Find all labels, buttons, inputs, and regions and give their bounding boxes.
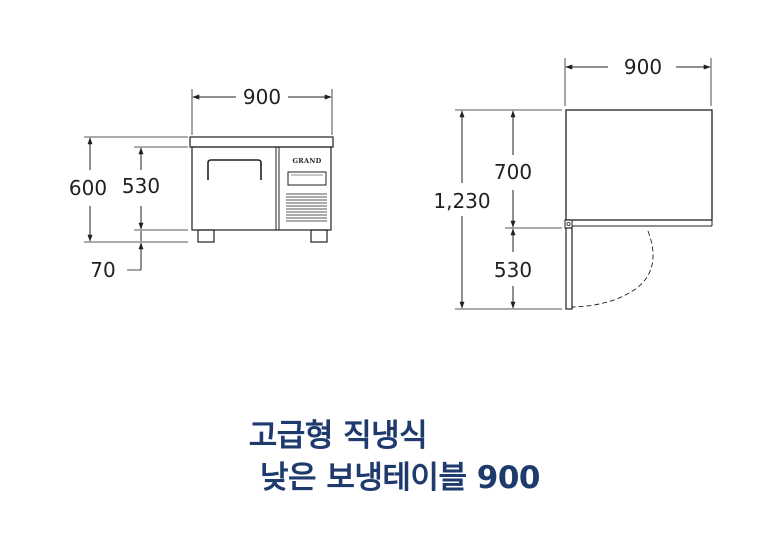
leg-left xyxy=(197,229,215,243)
hinge xyxy=(564,219,573,229)
front-body-height-label: 530 xyxy=(122,174,160,198)
front-view xyxy=(84,89,334,271)
brand-label: GRAND xyxy=(292,157,321,165)
side-view xyxy=(455,58,713,310)
door-open-label: 700 xyxy=(494,160,532,184)
caption-line-2: 낮은 보냉테이블 900 xyxy=(260,460,540,496)
front-width-label: 900 xyxy=(243,85,281,109)
worktop xyxy=(189,136,334,148)
side-total-height-label: 1,230 xyxy=(433,189,490,213)
open-lid xyxy=(565,109,713,221)
cabinet-body xyxy=(191,146,332,231)
front-total-height-label: 600 xyxy=(69,176,107,200)
vent-grille xyxy=(286,193,327,222)
door-swing-arc xyxy=(571,230,654,308)
leg-right xyxy=(310,229,328,243)
side-body xyxy=(565,227,573,310)
caption-line-1: 고급형 직냉식 xyxy=(248,418,428,454)
control-panel xyxy=(287,171,327,186)
side-body-height-label: 530 xyxy=(494,258,532,282)
leg-height-label: 70 xyxy=(90,258,115,282)
side-depth-label: 900 xyxy=(624,55,662,79)
door-handle xyxy=(207,159,262,180)
